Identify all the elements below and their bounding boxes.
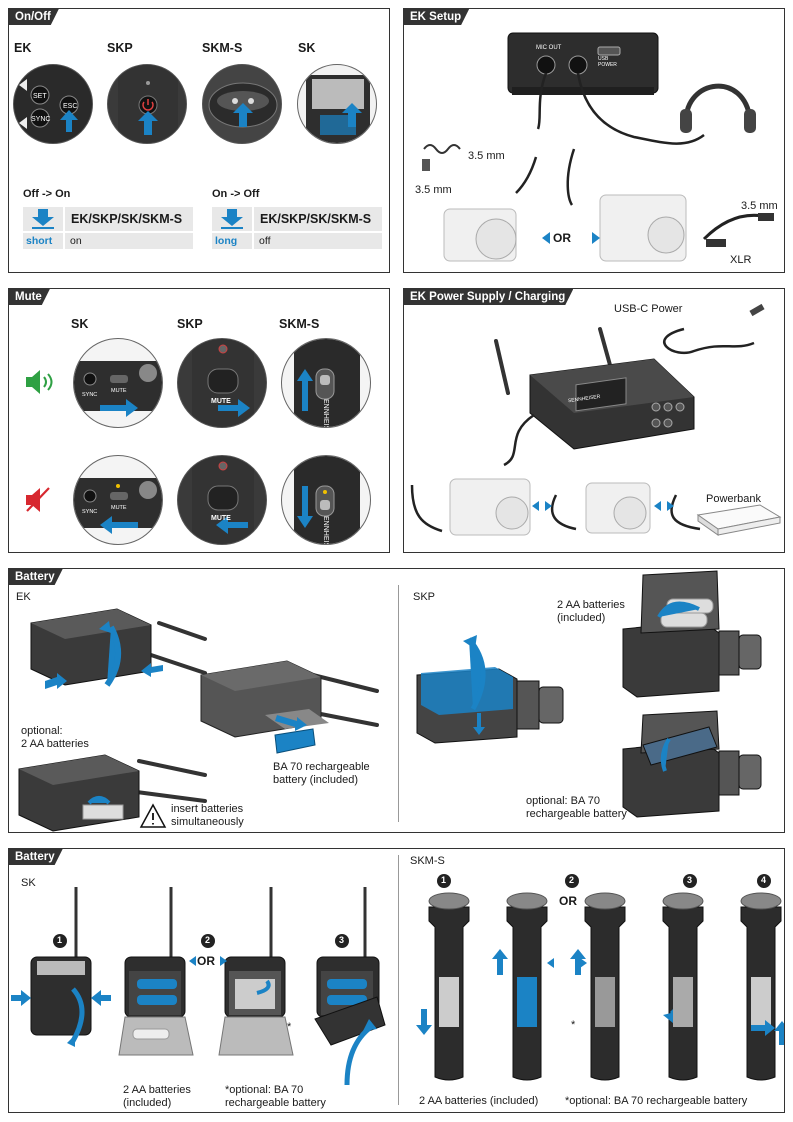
ek-setup-panel: EK Setup MIC OUT USB POWER 3.5 mm: [403, 8, 785, 273]
ek-section-label: EK: [16, 591, 31, 603]
off-on-heading: Off -> On: [23, 188, 71, 200]
battery-tab: Battery: [9, 849, 63, 865]
skm-aa-included-label: 2 AA batteries (included): [419, 1095, 539, 1107]
mute-tab: Mute: [9, 289, 50, 305]
skm-mute-illustration: ENNHEISER: [281, 455, 371, 545]
speaker-on-icon: [26, 370, 53, 394]
skp-optional-ba70-label: optional: BA 70 rechargeable battery: [526, 795, 627, 820]
usb-power-label: USB POWER: [598, 56, 617, 68]
power-panel: EK Power Supply / Charging USB-C Power: [403, 288, 785, 553]
sync-label: SYNC: [82, 392, 98, 398]
skp-aa-included-label: 2 AA batteries (included): [557, 599, 625, 624]
press-down-icon: [212, 207, 252, 231]
brand-label: ENNHEISER: [322, 516, 329, 545]
sk-or-label: OR: [197, 954, 215, 968]
skm-unmute-illustration: ENNHEISER: [281, 338, 371, 428]
brand-label: ENNHEISER: [322, 399, 329, 428]
sk-aa-included-label: 2 AA batteries (included): [123, 1084, 191, 1109]
powerbank-label: Powerbank: [706, 493, 762, 505]
press-down-icon: [23, 207, 63, 231]
off-on-result-row: short on: [23, 233, 193, 249]
skm-step-3: 3: [687, 875, 693, 885]
sk-asterisk: *: [287, 1021, 292, 1033]
ek-setup-tab: EK Setup: [404, 9, 469, 25]
xlr-label: XLR: [730, 254, 752, 266]
sk-section-label: SK: [21, 877, 36, 889]
mute-device-skp: SKP: [177, 317, 203, 331]
sk-battery-illustration: [11, 887, 386, 1086]
mute-switch-label: MUTE: [211, 515, 231, 522]
battery-tab: Battery: [9, 569, 63, 585]
mute-device-sk: SK: [71, 317, 89, 331]
skp-power-illustration: [107, 64, 187, 144]
off-on-result: on: [65, 233, 193, 249]
jack-label-c: 3.5 mm: [741, 200, 778, 212]
off-on-row: EK/SKP/SK/SKM-S: [23, 207, 193, 231]
ba70-included-label: BA 70 rechargeable battery (included): [273, 761, 370, 786]
sk-step-3: 3: [339, 935, 345, 945]
device-label-skp: SKP: [107, 41, 133, 55]
off-on-title: EK/SKP/SK/SKM-S: [65, 207, 193, 231]
device-label-skm-s: SKM-S: [202, 41, 243, 55]
power-tab: EK Power Supply / Charging: [404, 289, 573, 305]
cables-illustration: [422, 72, 774, 262]
insert-simultaneously-warning: insert batteries simultaneously: [171, 803, 244, 828]
mute-switch-label: MUTE: [211, 398, 231, 405]
sk-unmute-illustration: SYNC MUTE: [73, 338, 163, 428]
divider: [398, 585, 399, 822]
ek-battery-illustration: [18, 608, 379, 832]
mute-switch-label: MUTE: [111, 388, 127, 394]
skm-section-label: SKM-S: [410, 855, 445, 867]
long-press-label: long: [212, 233, 252, 249]
usbc-power-label: USB-C Power: [614, 303, 683, 315]
onoff-tab: On/Off: [9, 9, 59, 25]
device-label-sk: SK: [298, 41, 316, 55]
short-press-label: short: [23, 233, 63, 249]
jack-label-b: 3.5 mm: [415, 184, 452, 196]
optional-aa-label: optional: 2 AA batteries: [21, 725, 89, 750]
battery-sk-skm-panel: Battery SK SKM-S: [8, 848, 785, 1113]
skp-mute-illustration: MUTE: [177, 455, 267, 545]
mute-switch-label: MUTE: [111, 505, 127, 511]
skm-asterisk: *: [571, 1019, 576, 1031]
mute-panel: Mute SK SKP SKM-S SYNC MUTE MUTE: [8, 288, 390, 553]
skm-battery-illustration: [416, 874, 784, 1081]
ek-buttons-illustration: SET ESC SYNC: [13, 64, 93, 144]
sk-step-1: 1: [57, 935, 63, 945]
skp-unmute-illustration: MUTE: [177, 338, 267, 428]
onoff-panel: On/Off EK SKP SKM-S SK SET ESC SYNC: [8, 8, 390, 273]
divider: [398, 855, 399, 1105]
skm-step-1: 1: [441, 875, 447, 885]
skm-optional-ba70-label: *optional: BA 70 rechargeable battery: [565, 1095, 748, 1107]
sync-label: SYNC: [82, 509, 98, 515]
skp-section-label: SKP: [413, 591, 436, 603]
sk-power-illustration: [297, 64, 377, 144]
speaker-muted-icon: [26, 487, 50, 512]
set-button-label: SET: [33, 93, 47, 100]
on-off-heading: On -> Off: [212, 188, 260, 200]
esc-button-label: ESC: [63, 103, 78, 110]
skm-or-label: OR: [559, 894, 577, 908]
sk-mute-illustration: SYNC MUTE: [73, 455, 163, 545]
skm-step-2: 2: [569, 875, 575, 885]
sk-step-2: 2: [205, 935, 211, 945]
mic-out-label: MIC OUT: [536, 45, 562, 51]
skm-power-illustration: [202, 64, 282, 144]
mute-device-skm: SKM-S: [279, 317, 320, 331]
skp-battery-illustration: [416, 570, 762, 818]
skm-step-4: 4: [761, 875, 767, 885]
battery-ek-skp-panel: Battery EK SKP optional: 2 AA batteries …: [8, 568, 785, 833]
sync-button-label: SYNC: [31, 116, 51, 123]
on-off-result-row: long off: [212, 233, 382, 249]
power-illustration: [410, 303, 782, 536]
on-off-row: EK/SKP/SK/SKM-S: [212, 207, 382, 231]
on-off-result: off: [254, 233, 382, 249]
on-off-title: EK/SKP/SK/SKM-S: [254, 207, 382, 231]
jack-label-a: 3.5 mm: [468, 150, 505, 162]
sk-optional-ba70-label: *optional: BA 70 rechargeable battery: [225, 1084, 326, 1109]
or-label: OR: [553, 231, 571, 245]
device-label-ek: EK: [14, 41, 32, 55]
